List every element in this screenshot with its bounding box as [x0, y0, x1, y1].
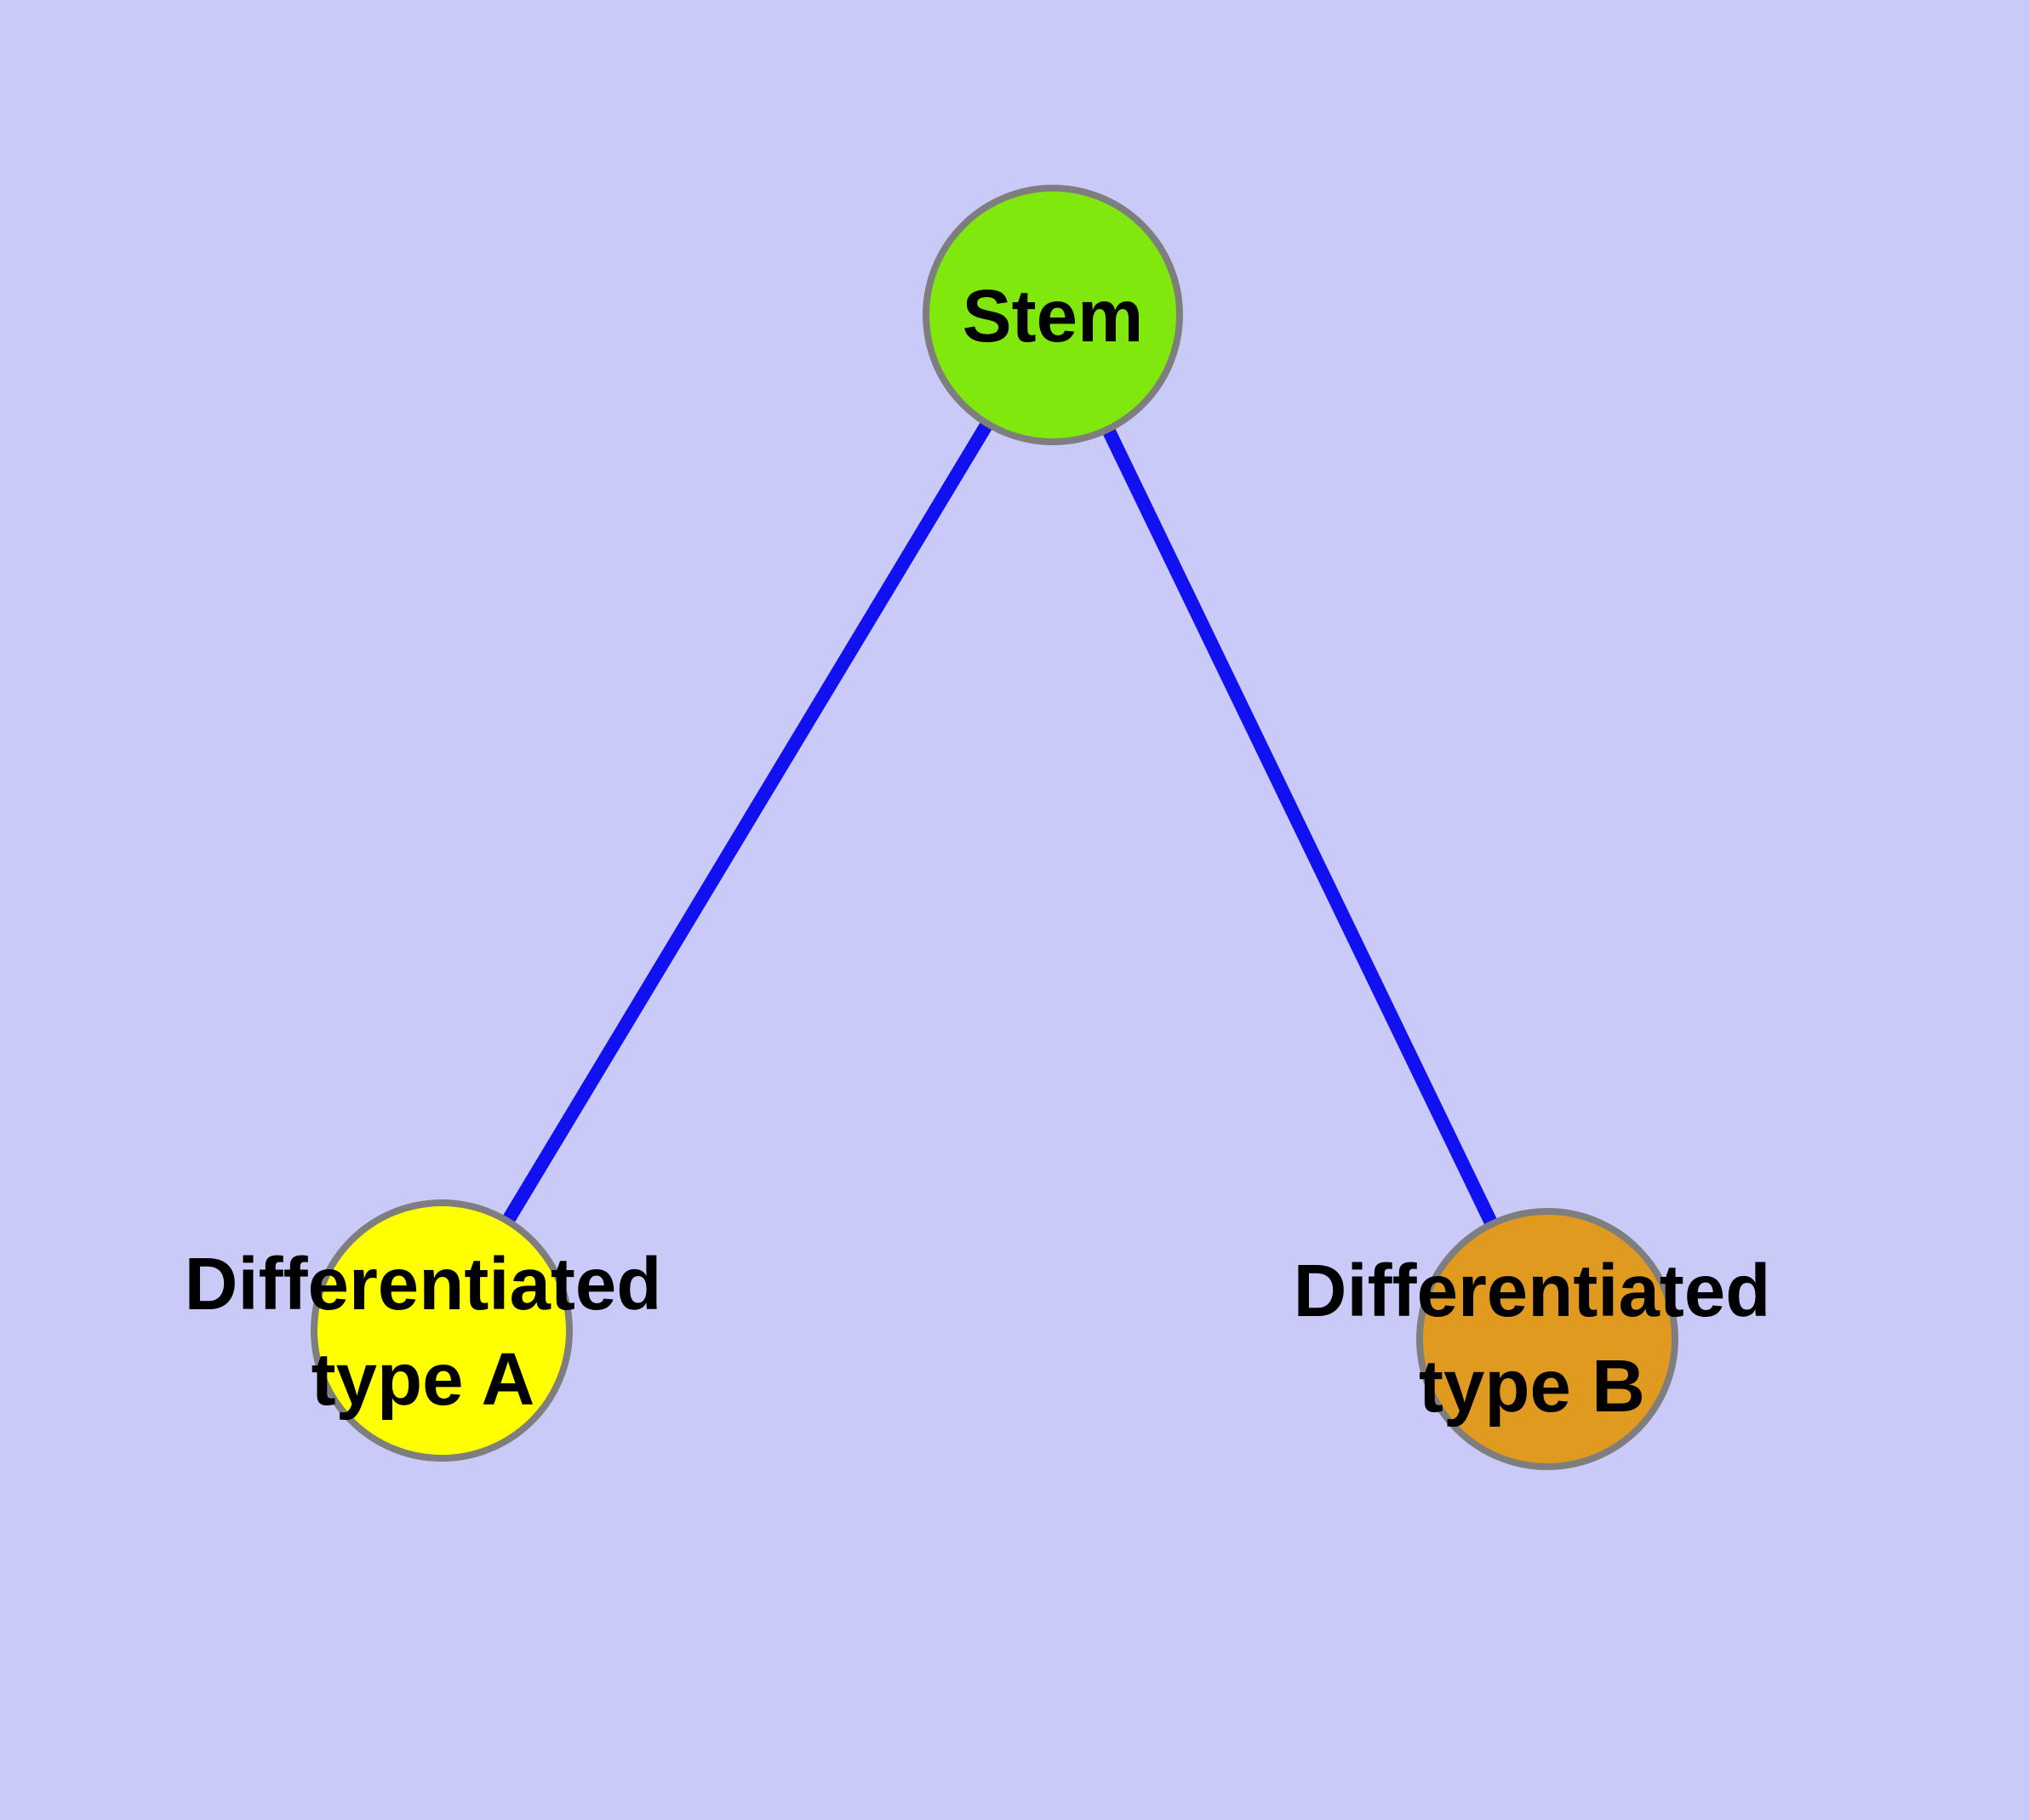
stem-node-circle [923, 185, 1183, 445]
differentiated-type-a-node-label: Differentiated type A [184, 1243, 662, 1421]
differentiated-type-b-node-circle [1416, 1208, 1678, 1470]
edge-stem-to-type-a [436, 311, 1059, 1335]
stem-node-label: Stem [962, 275, 1144, 358]
edge-stem-to-type-b [1046, 312, 1554, 1342]
differentiated-type-a-node-circle [311, 1199, 573, 1462]
differentiated-type-b-node-label: Differentiated type B [1293, 1250, 1771, 1428]
